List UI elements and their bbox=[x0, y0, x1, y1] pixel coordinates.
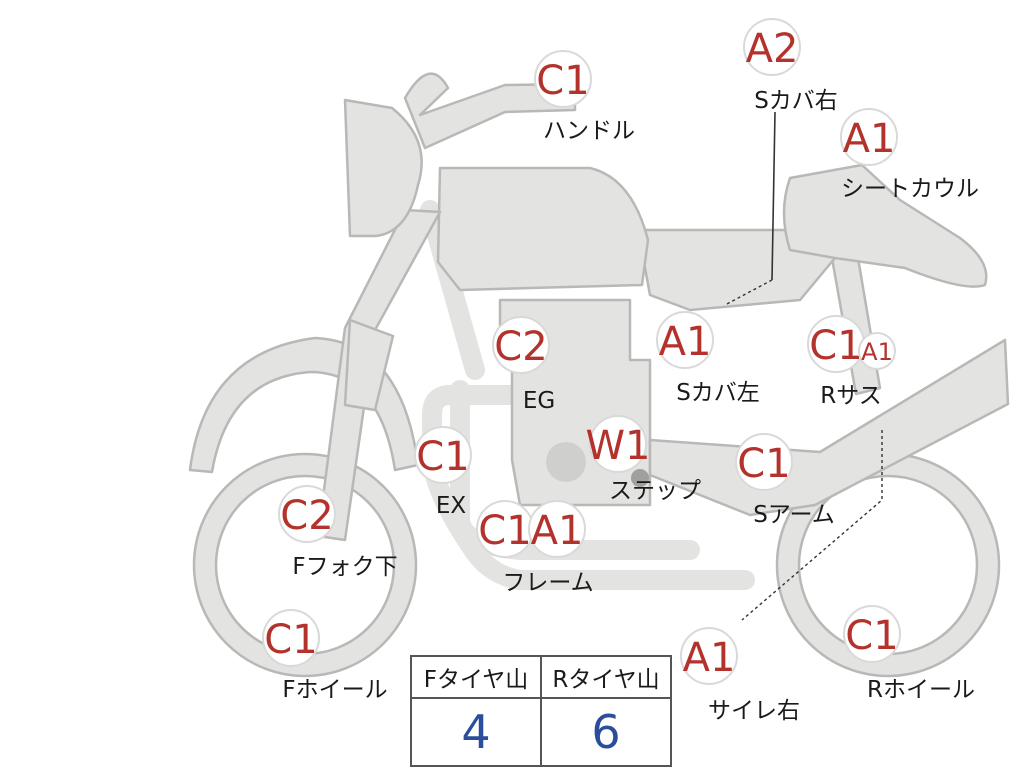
marker-label: EX bbox=[436, 493, 467, 519]
marker-label: Sカバ左 bbox=[676, 380, 760, 406]
marker: C1 EX bbox=[414, 426, 472, 519]
marker: C1 Rホイール bbox=[843, 605, 975, 703]
front-tire-value: 4 bbox=[410, 697, 542, 767]
front-fork bbox=[316, 208, 442, 542]
marker: W1 ステップ bbox=[586, 415, 701, 504]
marker-code: C1 bbox=[809, 323, 862, 369]
rear-tire-value: 6 bbox=[540, 697, 672, 767]
marker-code: C1 bbox=[536, 58, 589, 104]
marker: C2 Fフォク下 bbox=[278, 485, 398, 580]
marker: C1 Sアーム bbox=[735, 433, 835, 528]
rear-tire-header: Rタイヤ山 bbox=[540, 655, 672, 699]
marker: C1 bbox=[807, 315, 865, 373]
frame-tube bbox=[422, 385, 755, 590]
front-tire-header: Fタイヤ山 bbox=[410, 655, 542, 699]
engine-cover bbox=[546, 442, 586, 482]
leader-lines bbox=[724, 111, 883, 621]
marker: A1 サイレ右 bbox=[680, 627, 800, 724]
marker-label: ステップ bbox=[609, 478, 701, 504]
marker-code: C1 bbox=[845, 613, 898, 659]
marker-code: A1 bbox=[861, 338, 893, 366]
tire-tread-table: Fタイヤ山 Rタイヤ山 4 6 bbox=[410, 655, 672, 767]
table-header-row: Fタイヤ山 Rタイヤ山 bbox=[410, 655, 672, 699]
marker-code: A1 bbox=[659, 319, 712, 365]
handlebar bbox=[403, 72, 577, 150]
marker-label: EG bbox=[523, 388, 555, 414]
marker: C1 ハンドル bbox=[534, 50, 635, 144]
seat-cowl bbox=[782, 163, 988, 288]
fork-sleeve bbox=[343, 318, 395, 412]
marker-code: A1 bbox=[683, 635, 736, 681]
marker-code: C1 bbox=[416, 434, 469, 480]
fuel-tank bbox=[436, 166, 650, 292]
marker-label: Rホイール bbox=[867, 677, 975, 703]
table-row: 4 6 bbox=[410, 697, 672, 767]
marker-label: Fホイール bbox=[282, 677, 387, 703]
marker-code: C1 bbox=[478, 508, 531, 554]
motorcycle-body bbox=[188, 72, 1010, 678]
marker-code: C1 bbox=[264, 617, 317, 663]
marker: A1 フレーム bbox=[502, 500, 594, 596]
marker: A1 Sカバ左 bbox=[656, 311, 760, 406]
marker: A1 シートカウル bbox=[840, 108, 979, 202]
marker-code: C1 bbox=[737, 441, 790, 487]
marker-code: C2 bbox=[494, 324, 547, 370]
marker-code: W1 bbox=[586, 423, 651, 469]
marker-label: Sカバ右 bbox=[754, 88, 838, 114]
footpeg-left bbox=[631, 469, 649, 487]
marker: C1 Fホイール bbox=[262, 609, 388, 703]
marker-label: サイレ右 bbox=[708, 698, 800, 724]
marker: A1 Rサス bbox=[820, 332, 896, 409]
marker-label: Rサス bbox=[820, 383, 882, 409]
marker-code: C2 bbox=[280, 493, 333, 539]
marker: C1 bbox=[476, 500, 534, 558]
marker-label: フレーム bbox=[502, 570, 593, 596]
marker-label: ハンドル bbox=[543, 118, 635, 144]
marker-code: A1 bbox=[531, 508, 584, 554]
marker-label: Sアーム bbox=[753, 502, 835, 528]
marker-label: シートカウル bbox=[841, 176, 979, 202]
marker: A2 Sカバ右 bbox=[743, 18, 838, 114]
marker: C2 EG bbox=[492, 316, 555, 414]
headlight bbox=[343, 98, 423, 238]
marker-code: A1 bbox=[843, 116, 896, 162]
marker-code: A2 bbox=[746, 26, 799, 72]
marker-label: Fフォク下 bbox=[292, 554, 397, 580]
